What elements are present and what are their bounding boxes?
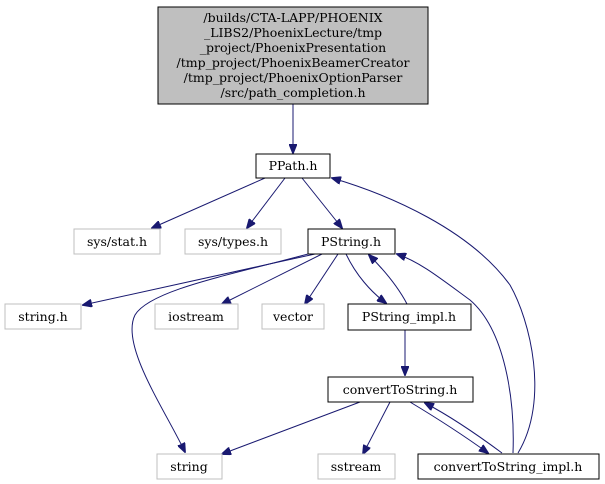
edge-pstring-impl-to-pstring: [369, 255, 408, 305]
edge-ppath-to-sys-stat: [152, 177, 266, 228]
root-path-line-6: /src/path_completion.h: [221, 85, 366, 100]
node-pstring-h[interactable]: PString.h: [307, 228, 396, 255]
node-sstream[interactable]: sstream: [317, 453, 396, 480]
node-label: iostream: [168, 309, 224, 324]
node-string[interactable]: string: [156, 453, 223, 480]
node-label: convertToString_impl.h: [434, 459, 583, 474]
node-label: sys/stat.h: [87, 234, 147, 249]
node-string-h[interactable]: string.h: [4, 303, 82, 330]
node-label: string.h: [18, 309, 68, 324]
node-label: convertToString.h: [343, 382, 458, 397]
edge-convert-to-convert-impl: [409, 401, 488, 453]
edge-ppath-to-sys-types: [247, 177, 286, 228]
edge-convert-impl-to-ppath: [332, 178, 536, 454]
node-sys-stat-h[interactable]: sys/stat.h: [73, 228, 161, 255]
edge-ppath-to-pstring: [301, 177, 342, 228]
root-path-line-1: /builds/CTA-LAPP/PHOENIX: [203, 10, 382, 25]
node-label: PString_impl.h: [362, 309, 456, 324]
edge-convert-to-string: [222, 401, 361, 454]
node-sys-types-h[interactable]: sys/types.h: [184, 228, 282, 255]
node-label: PString.h: [321, 234, 381, 249]
edge-pstring-to-iostream: [222, 253, 323, 304]
edges: [83, 104, 536, 454]
node-pstring-impl-h[interactable]: PString_impl.h: [347, 303, 472, 331]
edge-convert-impl-to-pstring: [397, 254, 514, 454]
edge-pstring-to-pstring-impl: [345, 253, 386, 303]
node-convert-to-string-impl-h[interactable]: convertToString_impl.h: [417, 453, 600, 480]
node-label: string: [170, 459, 207, 474]
root-path-line-3: _project/PhoenixPresentation: [200, 40, 386, 55]
edge-convert-impl-to-convert: [425, 403, 503, 454]
edge-pstring-to-string: [131, 253, 309, 452]
node-label: vector: [272, 309, 313, 324]
root-path-line-2: _LIBS2/PhoenixLecture/tmp: [204, 25, 382, 40]
edge-pstring-to-vector: [305, 253, 339, 304]
node-label: PPath.h: [269, 158, 318, 173]
root-path-line-5: /tmp_project/PhoenixOptionParser: [184, 70, 403, 85]
node-label: sys/types.h: [198, 234, 268, 249]
node-iostream[interactable]: iostream: [154, 303, 239, 330]
root-path-line-4: /tmp_project/PhoenixBeamerCreator: [176, 55, 409, 70]
node-ppath-h[interactable]: PPath.h: [255, 153, 331, 179]
edge-convert-to-sstream: [363, 401, 391, 454]
node-vector[interactable]: vector: [261, 303, 325, 330]
node-root-file[interactable]: /builds/CTA-LAPP/PHOENIX _LIBS2/PhoenixL…: [157, 6, 429, 105]
node-convert-to-string-h[interactable]: convertToString.h: [327, 376, 474, 403]
node-label: sstream: [331, 459, 382, 474]
